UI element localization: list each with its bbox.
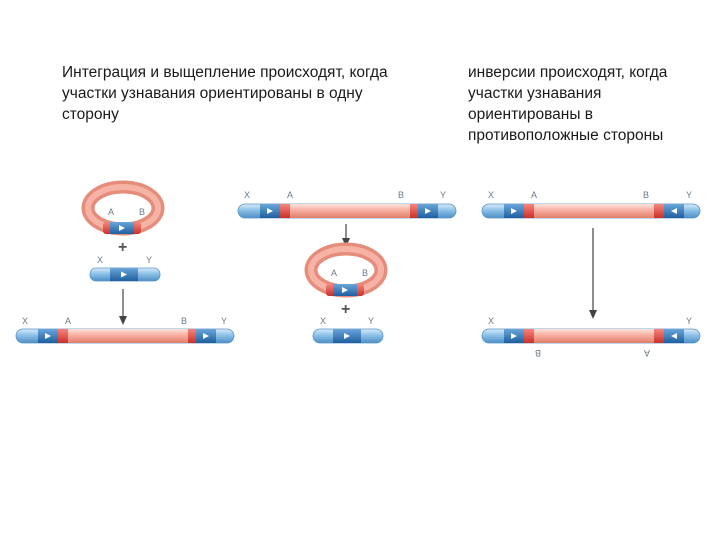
host-dna-short-middle — [312, 328, 384, 344]
circular-donor-dna-left — [81, 180, 165, 236]
integrated-dna-left — [15, 328, 235, 344]
site-label-a: A — [331, 268, 337, 278]
site-label-y: Y — [146, 255, 152, 265]
dna-after-inversion — [481, 328, 701, 344]
site-label-x: X — [320, 316, 326, 326]
site-label-x: X — [22, 316, 28, 326]
site-label-b: B — [139, 207, 145, 217]
site-label-a: A — [287, 190, 293, 200]
plus-sign: + — [118, 239, 127, 256]
dna-before-inversion — [481, 203, 701, 219]
site-label-x: X — [488, 190, 494, 200]
site-label-x: X — [488, 316, 494, 326]
site-label-x: X — [97, 255, 103, 265]
site-label-y: Y — [440, 190, 446, 200]
site-label-a: A — [65, 316, 71, 326]
site-label-b: B — [398, 190, 404, 200]
host-dna-short-left — [89, 267, 161, 282]
arrow-integration — [119, 289, 127, 325]
site-label-y: Y — [686, 316, 692, 326]
site-label-y: Y — [686, 190, 692, 200]
inverted-site-label-a: A — [644, 348, 650, 358]
site-label-b: B — [643, 190, 649, 200]
integrated-dna-middle — [237, 203, 457, 219]
caption-integration-excision: Интеграция и выщепление происходят, когд… — [62, 64, 388, 123]
site-label-b: B — [362, 268, 368, 278]
site-label-a: A — [531, 190, 537, 200]
arrow-inversion — [589, 228, 597, 319]
site-label-y: Y — [368, 316, 374, 326]
site-label-b: B — [181, 316, 187, 326]
inverted-site-label-b: B — [535, 348, 541, 358]
plus-sign: + — [341, 301, 350, 318]
circular-donor-dna-middle — [304, 242, 388, 298]
site-label-y: Y — [221, 316, 227, 326]
site-label-a: A — [108, 207, 114, 217]
caption-inversion: инверсии происходят, когда участки узнав… — [468, 64, 668, 144]
site-label-x: X — [244, 190, 250, 200]
